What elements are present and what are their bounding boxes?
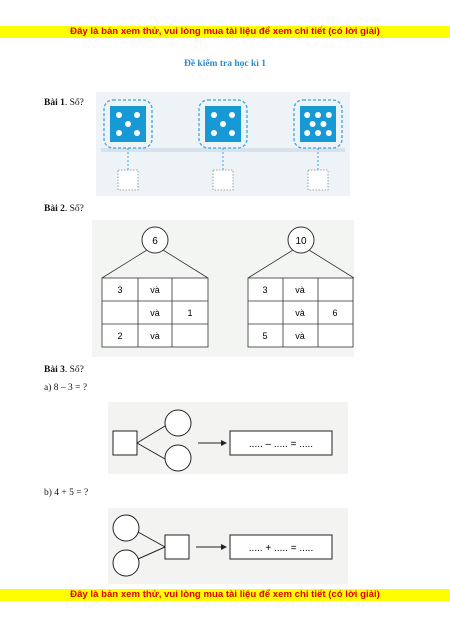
diagram-3a: ..... – ..... = ..... bbox=[108, 402, 348, 474]
die-3-pip-6 bbox=[304, 130, 311, 136]
die-3-pip-2 bbox=[315, 112, 321, 118]
die-2-pip-3 bbox=[220, 121, 226, 127]
die-3-pip-7 bbox=[315, 130, 321, 136]
preview-banner-top: Đây là bản xem thử, vui lòng mua tài liệ… bbox=[0, 26, 450, 38]
dice-figure bbox=[96, 92, 350, 196]
preview-banner-bottom: Đây là bản xem thử, vui lòng mua tài liệ… bbox=[0, 589, 450, 601]
tree-1-r3-c1: 2 bbox=[117, 331, 122, 341]
question-3a-text: a) 8 – 3 = ? bbox=[44, 383, 88, 393]
diagram-3a-expression-box bbox=[229, 430, 333, 456]
die-1-pip-5 bbox=[134, 130, 140, 136]
die-2-pip-5 bbox=[229, 130, 235, 136]
preview-banner-text: Đây là bản xem thử, vui lòng mua tài liệ… bbox=[68, 26, 382, 37]
tree-1-r1-c2: và bbox=[150, 285, 160, 295]
tree-1-r3-c2: và bbox=[150, 331, 160, 341]
tree-1-r2-c3: 1 bbox=[187, 308, 192, 318]
diagram-3b-square bbox=[164, 534, 190, 560]
tree-1-top-circle bbox=[141, 226, 169, 254]
die-2-pip-4 bbox=[211, 130, 217, 136]
die-3-pip-3 bbox=[325, 112, 332, 118]
question-1-heading: Bài 1. Số? bbox=[44, 98, 84, 108]
tree-2-r3-c1: 5 bbox=[262, 331, 267, 341]
die-3-face bbox=[300, 106, 336, 142]
tree-1-r2-c2: và bbox=[150, 308, 160, 318]
die-2-pip-2 bbox=[229, 112, 235, 118]
tree-1-r1-c1: 3 bbox=[117, 285, 122, 295]
die-1-pip-4 bbox=[116, 130, 122, 136]
die-3-pip-1 bbox=[304, 112, 311, 118]
die-2-pip-1 bbox=[211, 112, 217, 118]
diagram-3b-expression-box bbox=[229, 534, 333, 560]
tree-2-r3-c2: và bbox=[295, 331, 305, 341]
die-1 bbox=[103, 99, 153, 170]
die-2-dashed-frame bbox=[198, 99, 248, 149]
tree-1-top-number: 6 bbox=[152, 236, 158, 247]
diagram-3a-circle-top bbox=[164, 409, 192, 437]
question-3-label: Bài 3 bbox=[44, 365, 65, 375]
diagram-3b-circle-top bbox=[112, 514, 140, 542]
die-1-pip-1 bbox=[116, 112, 122, 118]
die-2 bbox=[198, 99, 248, 170]
tree-2-r1-c2: và bbox=[295, 285, 305, 295]
tree-2-top-number: 10 bbox=[295, 236, 307, 247]
tree-2-top-circle bbox=[287, 226, 315, 254]
die-3-pip-5 bbox=[320, 121, 327, 127]
number-tree-figure: 6 3 và và 1 2 và 10 3 và và 6 5 và bbox=[92, 220, 354, 357]
question-1-text: . Số? bbox=[64, 98, 84, 108]
diagram-3a-expression: ..... – ..... = ..... bbox=[249, 439, 313, 450]
question-3b-text: b) 4 + 5 = ? bbox=[44, 488, 89, 498]
question-2-heading: Bài 2. Số? bbox=[44, 204, 84, 214]
question-2-text: . Số? bbox=[64, 204, 84, 214]
question-3-heading: Bài 3. Số? bbox=[44, 365, 84, 375]
diagram-3b-circle-bottom bbox=[112, 549, 140, 577]
answer-box-1[interactable] bbox=[117, 169, 139, 191]
diagram-3b-expression: ..... + ..... = ..... bbox=[249, 543, 313, 554]
die-1-pip-3 bbox=[125, 121, 131, 127]
die-3-pip-4 bbox=[309, 121, 316, 127]
tree-2-r2-c3: 6 bbox=[332, 308, 337, 318]
die-1-dashed-frame bbox=[103, 99, 153, 149]
tree-1-table bbox=[101, 277, 209, 348]
tree-2-r1-c1: 3 bbox=[262, 285, 267, 295]
diagram-3b: ..... + ..... = ..... bbox=[108, 508, 348, 584]
preview-banner-text: Đây là bản xem thử, vui lòng mua tài liệ… bbox=[68, 589, 382, 600]
diagram-3a-circle-bottom bbox=[164, 444, 192, 472]
die-3-dashed-frame bbox=[293, 99, 343, 149]
page-title: Đề kiểm tra học kì 1 bbox=[183, 59, 267, 69]
answer-box-2[interactable] bbox=[212, 169, 234, 191]
tree-2-table bbox=[247, 277, 354, 348]
die-3-pip-8 bbox=[325, 130, 332, 136]
die-1-pip-2 bbox=[134, 112, 140, 118]
die-3 bbox=[293, 99, 343, 170]
answer-box-3[interactable] bbox=[307, 169, 329, 191]
question-1-label: Bài 1 bbox=[44, 98, 65, 108]
question-2-label: Bài 2 bbox=[44, 204, 65, 214]
diagram-3a-square bbox=[112, 430, 138, 456]
question-3-text: . Số? bbox=[64, 365, 84, 375]
tree-2-r2-c2: và bbox=[295, 308, 305, 318]
